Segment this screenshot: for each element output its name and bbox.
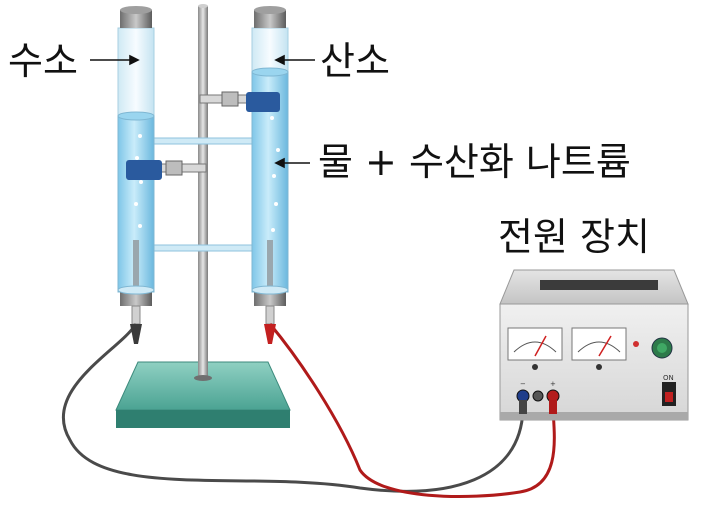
- black-wire: [61, 323, 525, 493]
- black-clip: [130, 324, 142, 344]
- terminal-minus-label: −: [520, 380, 526, 388]
- power-supply-label: 전원 장치: [498, 215, 650, 259]
- label-pointers: [90, 54, 315, 169]
- oxygen-stopper: [254, 10, 286, 28]
- hydrogen-electrode: [133, 240, 139, 292]
- ground-terminal: [532, 390, 544, 402]
- hydrogen-tube: [117, 6, 155, 325]
- red-clip: [264, 324, 276, 344]
- red-wire: [268, 323, 556, 499]
- oxygen-electrode: [267, 240, 273, 292]
- upper-clamp: [199, 91, 280, 112]
- stand-rod: [198, 6, 208, 378]
- hydrogen-label: 수소: [8, 39, 78, 83]
- switch-on-label: ON: [663, 374, 674, 382]
- solution-label: 물 + 수산화 나트륨: [318, 140, 631, 184]
- oxygen-label: 산소: [320, 39, 390, 83]
- lower-clamp: [126, 160, 207, 180]
- terminal-plus-label: +: [550, 380, 556, 388]
- stand-base: [115, 361, 291, 428]
- hydrogen-stopper: [120, 10, 152, 28]
- power-supply-unit: − + ON: [499, 269, 689, 421]
